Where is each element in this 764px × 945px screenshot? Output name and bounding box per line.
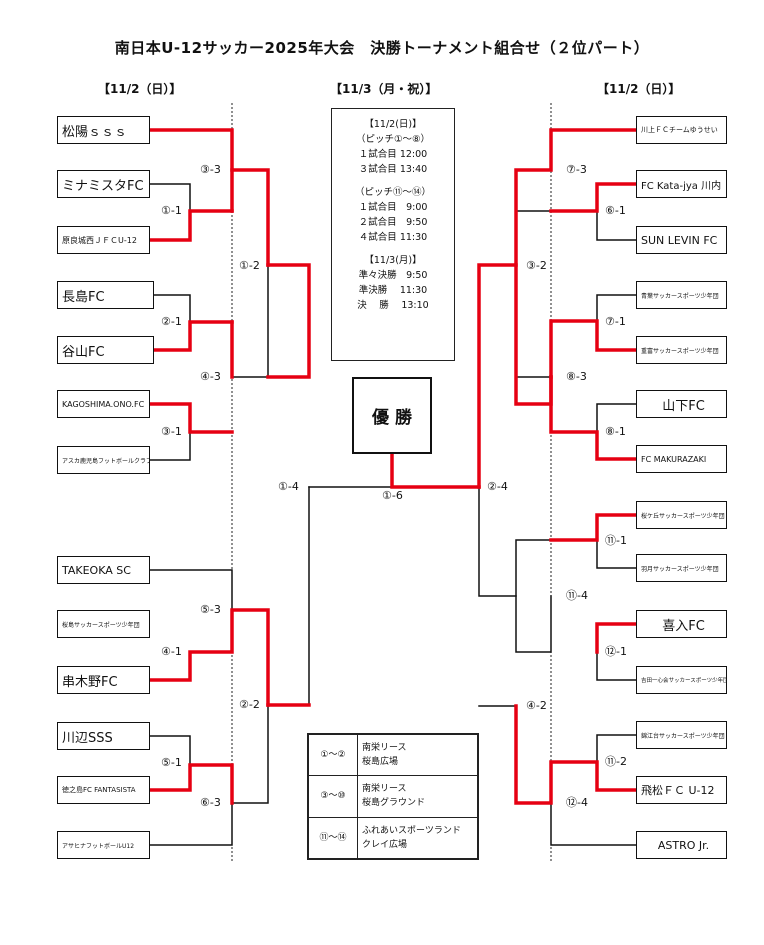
venue-name: 南栄リース [362,784,407,795]
round-label: ⑥-3 [199,796,222,809]
round-label: ⑤-1 [160,756,183,769]
team-right-3: SUN LEVIN FC [636,226,727,254]
round-label: ⑪-2 [604,755,628,768]
venue-pitches: ①～② [308,733,358,777]
schedule-line: （ピッチ①～⑧） [355,134,431,145]
schedule-line: ４試合目 11:30 [358,232,428,243]
schedule-line: １試合目 9:00 [358,202,428,213]
team-left-7: アスカ鹿児島フットボールクラブ [57,446,150,474]
venue-place: 桜島グラウンド [362,798,426,809]
team-left-4: 長島FC [57,281,154,309]
team-right-14: ASTRO Jr. [636,831,727,859]
venue-name: 南栄リース [362,743,407,754]
venue-pitches: ⑪～⑭ [308,816,358,860]
schedule-line: ３試合目 13:40 [358,164,428,175]
round-label: ①-1 [160,204,183,217]
date-left: 【11/2（日）】 [98,82,182,96]
venue-row: ⑪～⑭ ふれあいスポーツランドクレイ広場 [308,816,478,860]
team-right-9: 羽月サッカースポーツ少年団 [636,554,727,582]
round-label: ③-3 [199,163,222,176]
round-label: ⑥-1 [604,204,627,217]
schedule-line: 準決勝 11:30 [358,285,428,296]
schedule-line: ２試合目 9:50 [358,217,428,228]
team-left-3: 原良城西ＪＦＣU-12 [57,226,150,254]
round-label: ⑧-1 [604,425,627,438]
round-label: ②-1 [160,315,183,328]
round-label: ①-2 [238,259,261,272]
round-label: ⑪-1 [604,534,628,547]
schedule-line: 【11/3(月)】 [364,255,422,266]
venue-pitches: ③～⑩ [308,775,358,818]
team-left-9: 桜島サッカースポーツ少年団 [57,610,150,638]
team-left-1: 松陽ｓｓｓ [57,116,150,144]
team-left-8: TAKEOKA SC [57,556,150,584]
team-left-6: KAGOSHIMA.ONO.FC [57,390,150,418]
team-right-12: 錦江台サッカースポーツ少年団 [636,721,727,749]
champion-box: 優 勝 [352,377,432,454]
round-label: ⑫-4 [565,796,589,809]
round-label: ⑦-3 [565,163,588,176]
round-label: ④-3 [199,370,222,383]
team-left-5: 谷山FC [57,336,154,364]
round-label: ①-4 [277,480,300,493]
round-label: ⑤-3 [199,603,222,616]
venue-place: クレイ広場 [362,839,408,850]
team-right-5: 重富サッカースポーツ少年団 [636,336,727,364]
round-label: ②-4 [486,480,509,493]
round-label: ④-1 [160,645,183,658]
venue-row: ①～② 南栄リース桜島広場 [308,733,478,777]
round-label: ④-2 [525,699,548,712]
team-left-10: 串木野FC [57,666,150,694]
page-title: 南日本U-12サッカー2025年大会 決勝トーナメント組合せ（２位パート） [114,39,650,57]
date-right: 【11/2（日）】 [597,82,681,96]
venue-table: ①～② 南栄リース桜島広場 ③～⑩ 南栄リース桜島グラウンド ⑪～⑭ ふれあいス… [307,733,479,860]
team-right-4: 青葉サッカースポーツ少年団 [636,281,727,309]
team-right-2: FC Kata-jya 川内 [636,170,727,198]
team-right-13: 飛松ＦＣ U-12 [636,776,727,804]
team-right-8: 桜ケ丘サッカースポーツ少年団 [636,501,727,529]
schedule-line: 準々決勝 9:50 [358,270,428,281]
team-left-11: 川辺SSS [57,722,150,750]
round-label-final: ①-6 [381,489,404,502]
round-label: ③-2 [525,259,548,272]
schedule-line: 【11/2(日)】 [364,119,422,130]
schedule-box: 【11/2(日)】 （ピッチ①～⑧） １試合目 12:00 ３試合目 13:40… [331,108,455,361]
team-right-6: 山下FC [636,390,727,418]
schedule-line: １試合目 12:00 [358,149,428,160]
team-right-1: 川上ＦＣチームゆうせい [636,116,727,144]
schedule-line: 決 勝 13:10 [357,300,429,311]
team-left-2: ミナミスタFC [57,170,150,198]
date-center: 【11/3（月・祝）】 [330,82,438,96]
team-left-13: アサヒナフットボールU12 [57,831,150,859]
venue-name: ふれあいスポーツランド [362,825,461,836]
round-label: ②-2 [238,698,261,711]
round-label: ⑦-1 [604,315,627,328]
venue-row: ③～⑩ 南栄リース桜島グラウンド [308,775,478,818]
team-right-10: 喜入FC [636,610,727,638]
round-label: ⑪-4 [565,589,589,602]
round-label: ⑫-1 [604,645,628,658]
team-right-7: FC MAKURAZAKI [636,445,727,473]
venue-place: 桜島広場 [362,757,399,768]
schedule-line: （ピッチ⑪～⑭） [354,187,431,198]
team-left-12: 徳之島FC FANTASISTA [57,776,150,804]
round-label: ③-1 [160,425,183,438]
round-label: ⑧-3 [565,370,588,383]
team-right-11: 吉田一心会サッカースポーツ少年団 [636,666,727,694]
